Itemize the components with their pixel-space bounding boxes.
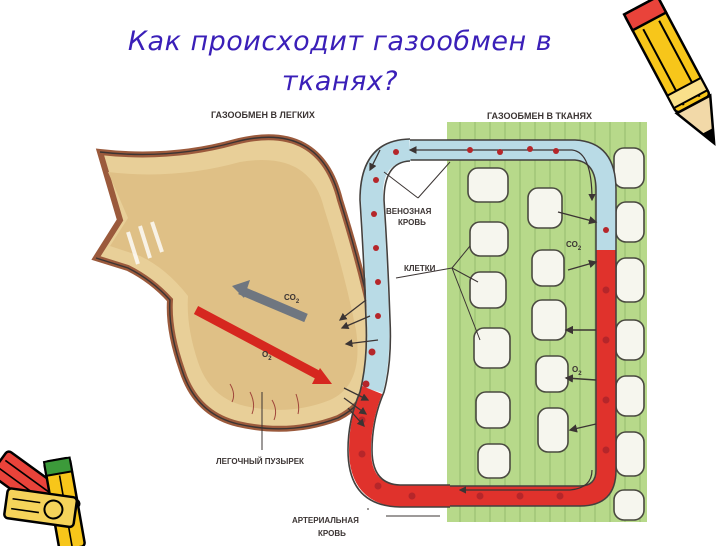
slide-title: Как происходит газообмен в тканях? [60,22,620,102]
lung-capillary [338,138,450,508]
label-lung-exchange: ГАЗООБМЕН В ЛЕГКИХ [211,110,315,120]
label-venous-blood-line2: КРОВЬ [398,218,426,227]
lung-capillary-arterial [348,385,450,507]
label-lung-co2: СО2 [284,293,300,305]
label-tissue-o2: О2 [572,365,582,377]
label-alveolus: ЛЕГОЧНЫЙ ПУЗЫРЕК [216,457,304,466]
tissue-capillary-arterial [450,250,616,506]
alveolus [91,134,379,432]
label-lung-o2: О2 [262,350,272,362]
label-tissue-exchange: ГАЗООБМЕН В ТКАНЯХ [487,111,592,121]
label-venous-blood-line1: ВЕНОЗНАЯ [386,207,432,216]
lung-capillary-venous [360,139,412,393]
tissue-cells [467,147,645,521]
label-tissue-co2: СО2 [566,240,582,252]
label-cells: КЛЕТКИ [404,264,436,273]
label-arterial-blood-line1: АРТЕРИАЛЬНАЯ [292,516,359,525]
pencil-icon [622,0,716,147]
pencils-icon [0,450,86,546]
slide-title-line-1: Как происходит газообмен в [127,26,553,57]
tissue-block [410,122,647,522]
label-arterial-blood-line2: КРОВЬ [318,529,346,538]
slide-title-line-2: тканях? [281,66,399,97]
